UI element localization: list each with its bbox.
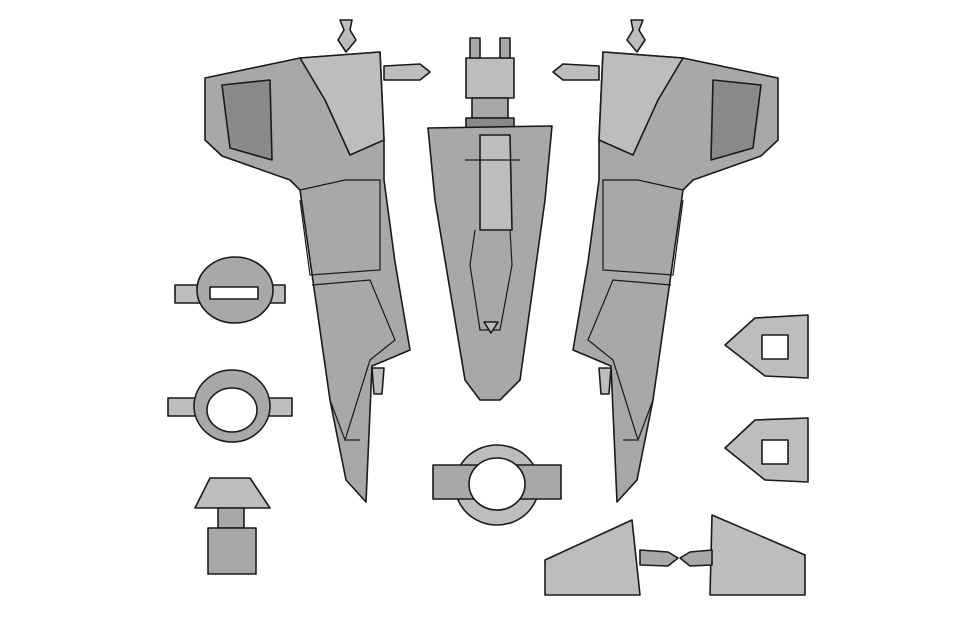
right-wing-part — [552, 19, 779, 503]
wedge-part-left — [544, 519, 679, 596]
wedge-part-right — [679, 514, 806, 596]
ring-part-middle — [167, 369, 293, 443]
ring-part-top — [174, 256, 286, 324]
socket-part-bottom — [724, 417, 809, 483]
joint-ring-part — [432, 444, 562, 526]
left-wing-part — [204, 19, 431, 503]
center-nose-part — [427, 37, 553, 401]
cone-part — [194, 477, 271, 575]
socket-part-top — [724, 314, 809, 379]
